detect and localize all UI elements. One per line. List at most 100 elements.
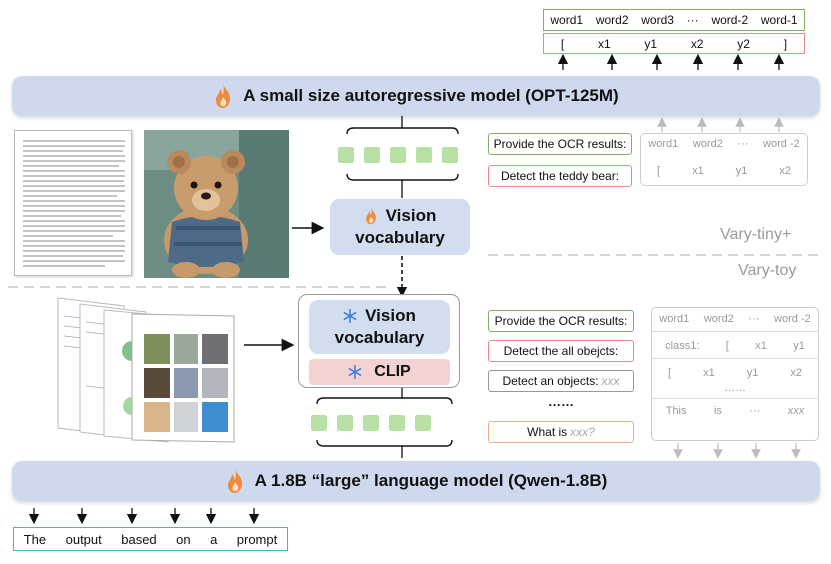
fire-icon: [227, 469, 242, 493]
prompt-text: Provide the OCR results:: [494, 314, 628, 328]
tiny-word: word2: [692, 138, 723, 150]
output-word: prompt: [236, 531, 278, 547]
top-word: word1: [550, 13, 584, 27]
toy-word: xxx: [787, 405, 805, 417]
tiny-coord: x1: [692, 165, 704, 177]
top-word: ···: [686, 13, 699, 27]
tiny-word: word -2: [763, 138, 800, 150]
snowflake-icon: [348, 365, 362, 379]
teddy-bear-photo: [144, 130, 289, 278]
vocab-line2: vocabulary: [355, 228, 445, 247]
toy-coord: x2: [790, 367, 802, 379]
vary-toy-label: Vary-toy: [738, 262, 797, 279]
document-page-image: [14, 130, 132, 276]
top-word: word3: [641, 13, 674, 27]
clip-block: CLIP: [309, 359, 450, 385]
toy-output-ellipsis: ……: [724, 382, 746, 394]
tiny-teddy-prompt: Detect the teddy bear:: [488, 165, 632, 187]
output-word: a: [210, 531, 218, 547]
snowflake-icon: [343, 309, 357, 323]
vocab-line1: Vision: [365, 306, 416, 325]
vision-token: [442, 147, 458, 163]
toy-coord: [: [725, 340, 729, 352]
toy-word: word -2: [774, 313, 811, 325]
bottom-down-arrows: [28, 508, 260, 525]
bottom-output-box: The output based on a prompt: [13, 527, 288, 551]
vision-vocabulary-frozen: Vision vocabulary: [309, 300, 450, 354]
toy-ocr-prompt: Provide the OCR results:: [488, 310, 634, 332]
clip-label: CLIP: [374, 363, 411, 380]
vision-token: [337, 415, 353, 431]
vocab-line1: Vision: [385, 206, 437, 225]
tiny-token-brace: [346, 127, 459, 135]
vocab-line2: vocabulary: [334, 328, 425, 347]
tiny-coord: [: [657, 165, 661, 177]
qwen-banner-label: A 1.8B “large” language model (Qwen-1.8B…: [254, 471, 608, 490]
toy-word: ···: [749, 405, 761, 417]
top-coord: x2: [690, 36, 704, 51]
toy-detect-an-prompt: Detect an objects: xxx: [488, 370, 634, 392]
toy-coord: x1: [703, 367, 715, 379]
output-word: based: [121, 531, 157, 547]
vision-token: [364, 147, 380, 163]
toy-prompt-ellipsis: ……: [548, 394, 574, 409]
prompt-text: Detect an objects:: [502, 374, 599, 388]
output-word: The: [23, 531, 47, 547]
prompt-text: What is: [527, 425, 568, 439]
output-word: on: [176, 531, 191, 547]
opt-model-banner: A small size autoregressive model (OPT-1…: [12, 76, 820, 116]
tiny-output-box: word1 word2 ··· word -2 [ x1 y1 x2: [640, 133, 808, 186]
prompt-text: Provide the OCR results:: [493, 137, 627, 151]
toy-word: word2: [703, 313, 734, 325]
toy-output-box: word1 word2 ··· word -2 class1: [ x1 y1 …: [651, 307, 819, 441]
vision-token: [390, 147, 406, 163]
vision-token: [389, 415, 405, 431]
toy-coord: x1: [755, 340, 767, 352]
toy-token-brace: [316, 397, 453, 405]
top-word: word2: [595, 13, 629, 27]
top-up-arrows: [557, 53, 785, 70]
tiny-ocr-prompt: Provide the OCR results:: [488, 133, 632, 155]
qwen-model-banner: A 1.8B “large” language model (Qwen-1.8B…: [12, 461, 820, 501]
vision-token: [338, 147, 354, 163]
output-word: output: [65, 531, 102, 547]
tiny-coord: x2: [779, 165, 791, 177]
toy-coord: y1: [746, 367, 759, 379]
top-coord: x1: [597, 36, 611, 51]
toy-what-is-prompt: What is xxx?: [488, 421, 634, 443]
prompt-variable: xxx?: [570, 425, 595, 439]
top-coord: y2: [737, 36, 750, 51]
top-coord: y1: [644, 36, 658, 51]
opt-banner-label: A small size autoregressive model (OPT-1…: [243, 86, 619, 105]
vision-token: [415, 415, 431, 431]
vision-token: [363, 415, 379, 431]
stacked-pages: [52, 296, 242, 444]
prompt-text: Detect the all obejcts:: [503, 344, 619, 358]
toy-word: ···: [748, 313, 760, 325]
toy-down-arrows: [673, 443, 801, 459]
fire-icon: [365, 207, 376, 225]
vision-token: [311, 415, 327, 431]
fire-icon: [216, 84, 231, 108]
tiny-coord: y1: [735, 165, 748, 177]
top-word: word-2: [711, 13, 749, 27]
vision-token: [416, 147, 432, 163]
tiny-word: word1: [648, 138, 679, 150]
prompt-variable: xxx: [601, 374, 620, 388]
tiny-word: ···: [737, 138, 749, 150]
toy-word: This: [665, 405, 687, 417]
toy-word: word1: [659, 313, 690, 325]
toy-detect-all-prompt: Detect the all obejcts:: [488, 340, 634, 362]
prompt-text: Detect the teddy bear:: [500, 169, 620, 183]
tiny-up-arrows: [657, 117, 784, 132]
toy-word: is: [713, 405, 722, 417]
toy-coord: y1: [793, 340, 805, 352]
top-coord: ]: [783, 36, 788, 51]
toy-coord: [: [668, 367, 672, 379]
top-word-box: word1 word2 word3 ··· word-2 word-1: [543, 9, 805, 31]
toy-class: class1:: [665, 340, 700, 352]
top-coord: [: [560, 36, 565, 51]
top-word: word-1: [760, 13, 798, 27]
vision-vocabulary-trainable: Vision vocabulary: [330, 199, 470, 255]
